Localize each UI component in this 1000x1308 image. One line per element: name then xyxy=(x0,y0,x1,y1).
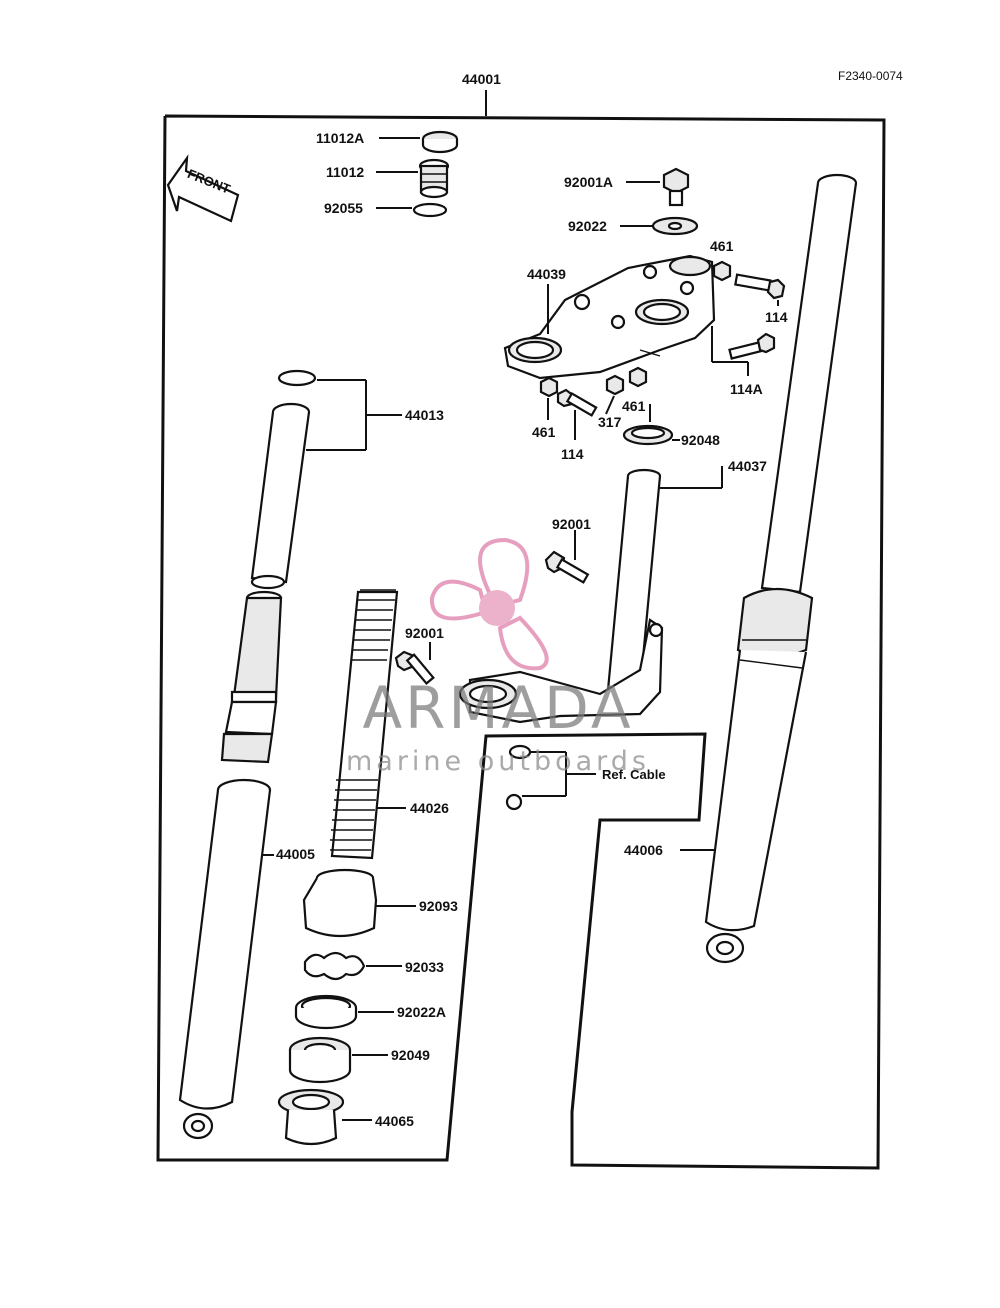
upper-clamp-44039 xyxy=(503,254,716,380)
label-92001A: 92001A xyxy=(564,174,613,190)
label-114-top: 114 xyxy=(765,309,788,325)
label-92055: 92055 xyxy=(324,200,363,216)
label-92001-upper: 92001 xyxy=(552,516,591,532)
label-92022A: 92022A xyxy=(397,1004,446,1020)
label-44039: 44039 xyxy=(527,266,566,282)
label-92049: 92049 xyxy=(391,1047,430,1063)
label-92093: 92093 xyxy=(419,898,458,914)
oil-seal-92049 xyxy=(288,1036,352,1084)
label-44026: 44026 xyxy=(410,800,449,816)
label-44005: 44005 xyxy=(276,846,315,862)
nut-461-right xyxy=(628,366,648,388)
bolt-114-top xyxy=(734,273,786,300)
watermark-brand: ARMADA xyxy=(362,674,633,742)
label-461-right: 461 xyxy=(622,398,646,414)
label-317: 317 xyxy=(598,414,622,430)
washer-92022 xyxy=(651,216,699,236)
label-11012A: 11012A xyxy=(316,130,364,146)
oring-44013 xyxy=(277,369,317,387)
armada-watermark: ARMADA marine outboards xyxy=(346,537,650,777)
drawing-code: F2340-0074 xyxy=(838,69,903,83)
damper-rod xyxy=(220,590,283,764)
bolt-11012 xyxy=(418,158,450,199)
assembly-number: 44001 xyxy=(462,71,501,87)
label-44065: 44065 xyxy=(375,1113,414,1129)
label-461-left: 461 xyxy=(532,424,556,440)
clip-92033 xyxy=(303,951,366,981)
nut-461-top xyxy=(712,260,732,282)
spring-44026 xyxy=(330,589,399,860)
bolt-114A xyxy=(728,332,776,360)
seal-92048 xyxy=(622,424,674,446)
bushing-44065 xyxy=(277,1088,345,1146)
nut-461-left xyxy=(539,376,559,398)
front-arrow: FRONT xyxy=(166,154,240,223)
label-92048: 92048 xyxy=(681,432,720,448)
dust-seal-92093 xyxy=(302,868,378,938)
label-11012: 11012 xyxy=(326,164,364,180)
label-92022: 92022 xyxy=(568,218,607,234)
cable-guide-parts xyxy=(505,744,532,811)
label-44006: 44006 xyxy=(624,842,663,858)
ref-cable-label: Ref. Cable xyxy=(602,767,666,782)
label-92033: 92033 xyxy=(405,959,444,975)
fork-assembly-44006 xyxy=(704,173,858,964)
lower-bracket xyxy=(458,618,664,724)
bolt-114-mid xyxy=(556,388,598,417)
label-461-top: 461 xyxy=(710,238,734,254)
label-92001-lower: 92001 xyxy=(405,625,444,641)
inner-tube-44013 xyxy=(250,402,311,590)
outer-tube-44005 xyxy=(178,778,272,1140)
assembly-frame xyxy=(156,114,886,1170)
cap-11012A xyxy=(421,130,459,154)
label-114A: 114A xyxy=(730,381,763,397)
washer-92022A xyxy=(294,994,358,1030)
label-114-mid: 114 xyxy=(561,446,584,462)
propeller-icon xyxy=(429,537,549,671)
bolt-92001A xyxy=(662,167,690,207)
label-44013: 44013 xyxy=(405,407,444,423)
nut-317 xyxy=(605,374,625,396)
watermark-tagline: marine outboards xyxy=(346,746,650,777)
oring-92055 xyxy=(412,202,448,218)
label-44037: 44037 xyxy=(728,458,767,474)
bolt-92001-upper xyxy=(544,550,590,584)
bolt-92001-lower xyxy=(394,650,435,686)
